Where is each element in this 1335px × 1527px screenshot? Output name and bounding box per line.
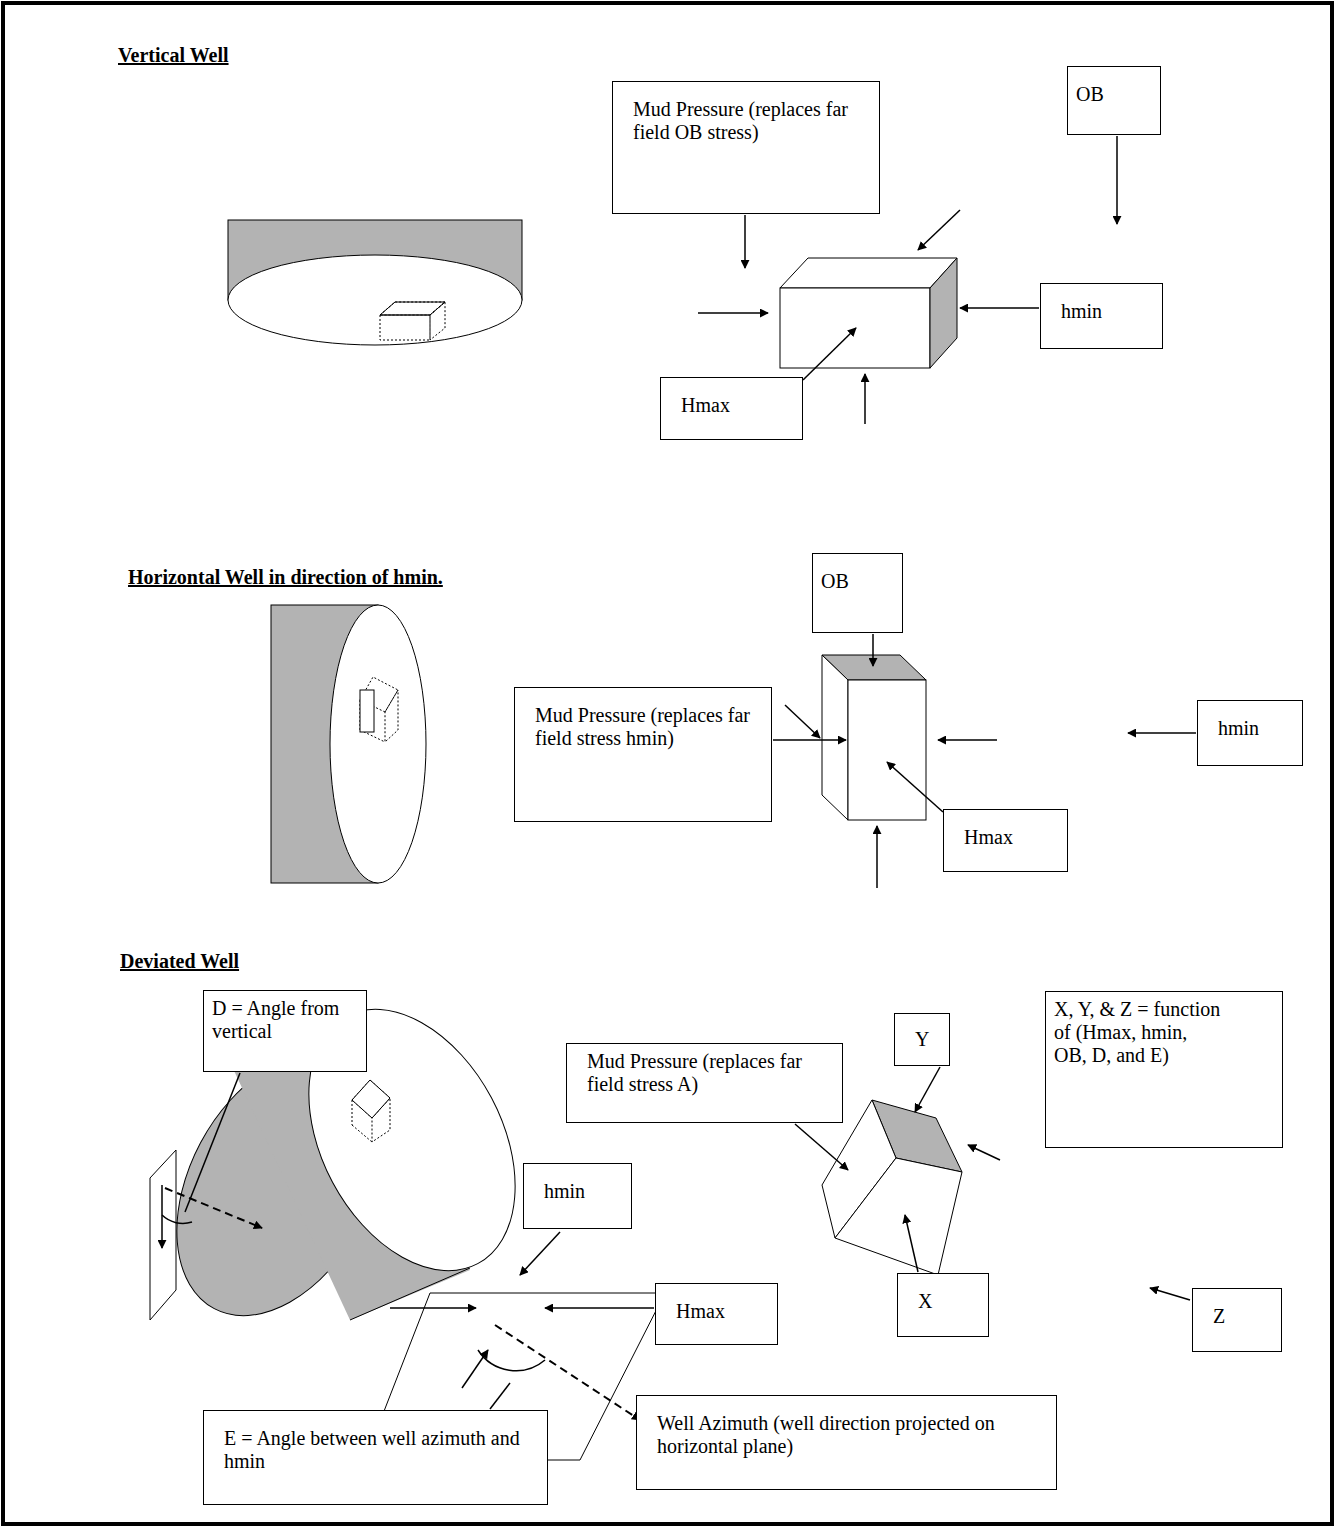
callout-box: OB [1067, 66, 1161, 135]
callout-text: OB [821, 570, 894, 593]
vertical-well-figure [228, 220, 957, 368]
callout-box: hmin [523, 1163, 632, 1229]
callout-box: Hmax [660, 377, 803, 440]
callout-box: X, Y, & Z = function of (Hmax, hmin, OB,… [1045, 991, 1283, 1148]
stress-arrows [773, 634, 1196, 888]
callout-text: hmin [1218, 717, 1294, 740]
callout-text: hmin [544, 1180, 623, 1203]
callout-box: Mud Pressure (replaces far field stress … [566, 1043, 843, 1123]
callout-text: D = Angle from vertical [212, 997, 358, 1043]
callout-box: hmin [1040, 283, 1163, 349]
callout-box: X [897, 1273, 989, 1337]
callout-text: X, Y, & Z = function of (Hmax, hmin, OB,… [1054, 998, 1222, 1067]
callout-text: Well Azimuth (well direction projected o… [657, 1412, 1036, 1458]
callout-text: Y [915, 1028, 941, 1051]
callout-box: E = Angle between well azimuth and hmin [203, 1410, 548, 1505]
callout-text: hmin [1061, 300, 1154, 323]
callout-text: Hmax [676, 1300, 769, 1323]
callout-box: Well Azimuth (well direction projected o… [636, 1395, 1057, 1490]
section-heading: Vertical Well [118, 44, 229, 67]
callout-box: Hmax [943, 809, 1068, 872]
callout-box: Z [1192, 1288, 1282, 1352]
deviated-well-figure [135, 974, 962, 1460]
callout-box: D = Angle from vertical [203, 990, 367, 1072]
callout-text: X [918, 1290, 980, 1313]
callout-text: Mud Pressure (replaces far field stress … [535, 704, 761, 750]
callout-box: Y [894, 1013, 950, 1066]
callout-text: E = Angle between well azimuth and hmin [224, 1427, 537, 1473]
callout-box: Mud Pressure (replaces far field stress … [514, 687, 772, 822]
callout-text: Z [1213, 1305, 1273, 1328]
callout-box: Mud Pressure (replaces far field OB stre… [612, 81, 880, 214]
callout-box: hmin [1197, 700, 1303, 766]
callout-box: OB [812, 553, 903, 633]
horizontal-well-figure [271, 605, 926, 883]
section-heading: Horizontal Well in direction of hmin. [128, 566, 443, 589]
callout-box: Hmax [655, 1283, 778, 1345]
frame [3, 3, 1332, 1524]
callout-text: OB [1076, 83, 1152, 106]
callout-text: Hmax [681, 394, 794, 417]
section-heading: Deviated Well [120, 950, 239, 973]
callout-text: Mud Pressure (replaces far field OB stre… [633, 98, 869, 144]
callout-text: Mud Pressure (replaces far field stress … [587, 1050, 832, 1096]
callout-text: Hmax [964, 826, 1059, 849]
